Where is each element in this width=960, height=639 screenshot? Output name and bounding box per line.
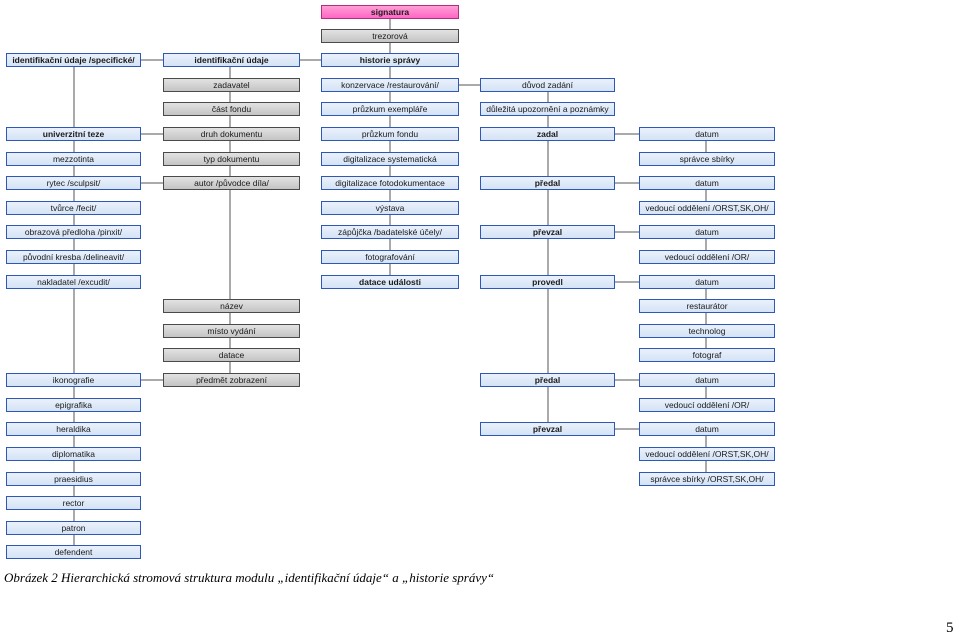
node-r-spravce: správce sbírky: [639, 152, 775, 166]
node-cast-fondu: část fondu: [163, 102, 300, 116]
node-predal1: předal: [480, 176, 615, 190]
node-kresba: původní kresba /delineavit/: [6, 250, 141, 264]
node-nakladatel: nakladatel /excudit/: [6, 275, 141, 289]
node-r-datum3: datum: [639, 225, 775, 239]
node-provedl: provedl: [480, 275, 615, 289]
node-id-udaje: identifikační údaje: [163, 53, 300, 67]
node-r-datum5: datum: [639, 373, 775, 387]
node-praesidius: praesidius: [6, 472, 141, 486]
node-prevzal2: převzal: [480, 422, 615, 436]
node-epigrafika: epigrafika: [6, 398, 141, 412]
node-pruzkum-fondu: průzkum fondu: [321, 127, 459, 141]
node-r-vedouci-or2: vedoucí oddělení /OR/: [639, 398, 775, 412]
page-number: 5: [946, 620, 954, 636]
node-rector: rector: [6, 496, 141, 510]
node-zadal: zadal: [480, 127, 615, 141]
node-r-spravce2: správce sbírky /ORST,SK,OH/: [639, 472, 775, 486]
node-zadavatel: zadavatel: [163, 78, 300, 92]
node-predloha: obrazová předloha /pinxit/: [6, 225, 141, 239]
node-r-fotograf: fotograf: [639, 348, 775, 362]
connector-lines: [73, 19, 707, 552]
node-r-vedouci-or1: vedoucí oddělení /OR/: [639, 250, 775, 264]
node-tvurce: tvůrce /fecit/: [6, 201, 141, 215]
node-trezorova: trezorová: [321, 29, 459, 43]
node-r-datum2: datum: [639, 176, 775, 190]
node-r-vedouci1: vedoucí oddělení /ORST,SK,OH/: [639, 201, 775, 215]
node-digi-sys: digitalizace systematická: [321, 152, 459, 166]
node-duvod: důvod zadání: [480, 78, 615, 92]
node-patron: patron: [6, 521, 141, 535]
node-pruzkum-ex: průzkum exempláře: [321, 102, 459, 116]
node-r-vedouci2: vedoucí oddělení /ORST,SK,OH/: [639, 447, 775, 461]
node-diplomatika: diplomatika: [6, 447, 141, 461]
node-datace: datace: [163, 348, 300, 362]
node-datace-udalosti: datace události: [321, 275, 459, 289]
node-r-technolog: technolog: [639, 324, 775, 338]
node-rytec: rytec /sculpsit/: [6, 176, 141, 190]
node-upozorneni: důležitá upozornění a poznámky: [480, 102, 615, 116]
node-teze: univerzitní teze: [6, 127, 141, 141]
node-prevzal1: převzal: [480, 225, 615, 239]
node-predmet: předmět zobrazení: [163, 373, 300, 387]
node-signatura: signatura: [321, 5, 459, 19]
node-r-datum6: datum: [639, 422, 775, 436]
node-predal2: předal: [480, 373, 615, 387]
node-autor: autor /původce díla/: [163, 176, 300, 190]
node-fotografovani: fotografování: [321, 250, 459, 264]
node-konzervace: konzervace /restaurování/: [321, 78, 459, 92]
figure-caption: Obrázek 2 Hierarchická stromová struktur…: [4, 570, 495, 585]
node-r-restaurator: restaurátor: [639, 299, 775, 313]
node-zapujcka: zápůjčka /badatelské účely/: [321, 225, 459, 239]
node-vystava: výstava: [321, 201, 459, 215]
node-ikonografie: ikonografie: [6, 373, 141, 387]
node-typ-dok: typ dokumentu: [163, 152, 300, 166]
node-misto: místo vydání: [163, 324, 300, 338]
node-mezzotinta: mezzotinta: [6, 152, 141, 166]
node-r-datum4: datum: [639, 275, 775, 289]
node-defendent: defendent: [6, 545, 141, 559]
node-historie: historie správy: [321, 53, 459, 67]
node-digi-foto: digitalizace fotodokumentace: [321, 176, 459, 190]
node-id-spec: identifikační údaje /specifické/: [6, 53, 141, 67]
node-druh-dok: druh dokumentu: [163, 127, 300, 141]
node-nazev: název: [163, 299, 300, 313]
node-heraldika: heraldika: [6, 422, 141, 436]
node-r-datum1: datum: [639, 127, 775, 141]
